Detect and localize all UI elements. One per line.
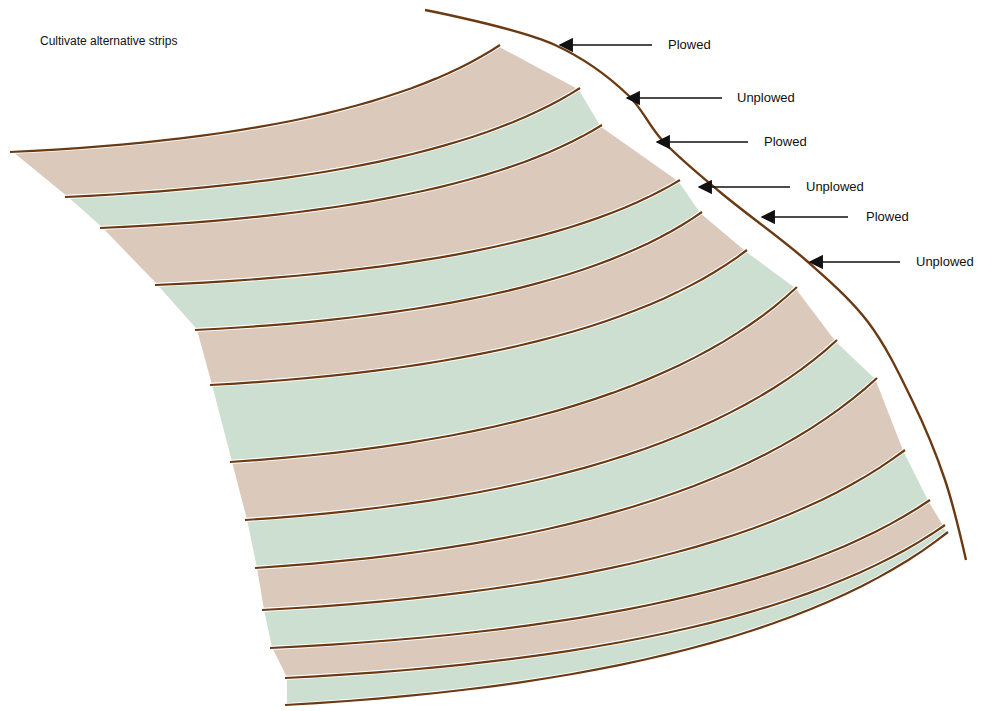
strip-border — [230, 287, 797, 462]
leader-arrow — [762, 216, 848, 218]
strip-border — [210, 250, 747, 385]
strip-label: Plowed — [866, 209, 909, 225]
strip-border — [262, 450, 905, 610]
leader-arrow — [657, 141, 748, 143]
leader-arrow — [627, 97, 722, 99]
strip-border — [65, 88, 580, 197]
strip-border — [245, 340, 837, 520]
strip-label: Unplowed — [916, 254, 974, 270]
strip-border — [255, 378, 877, 568]
strip-border — [100, 125, 602, 228]
strip-border — [195, 212, 702, 330]
strip-border — [285, 532, 948, 705]
leader-arrow — [560, 44, 652, 46]
strip-label: Unplowed — [737, 90, 795, 106]
field-edge — [425, 10, 966, 560]
strip-label: Unplowed — [806, 179, 864, 195]
leader-arrow — [810, 261, 900, 263]
diagram-title: Cultivate alternative strips — [40, 33, 177, 49]
strip-border — [285, 525, 945, 678]
strip-label: Plowed — [668, 37, 711, 53]
strip-label: Plowed — [764, 134, 807, 150]
leader-arrow — [699, 186, 790, 188]
unplowed-strip — [285, 525, 948, 705]
strip-border — [270, 500, 930, 648]
strip-border — [155, 180, 680, 285]
strip-border — [10, 45, 500, 152]
